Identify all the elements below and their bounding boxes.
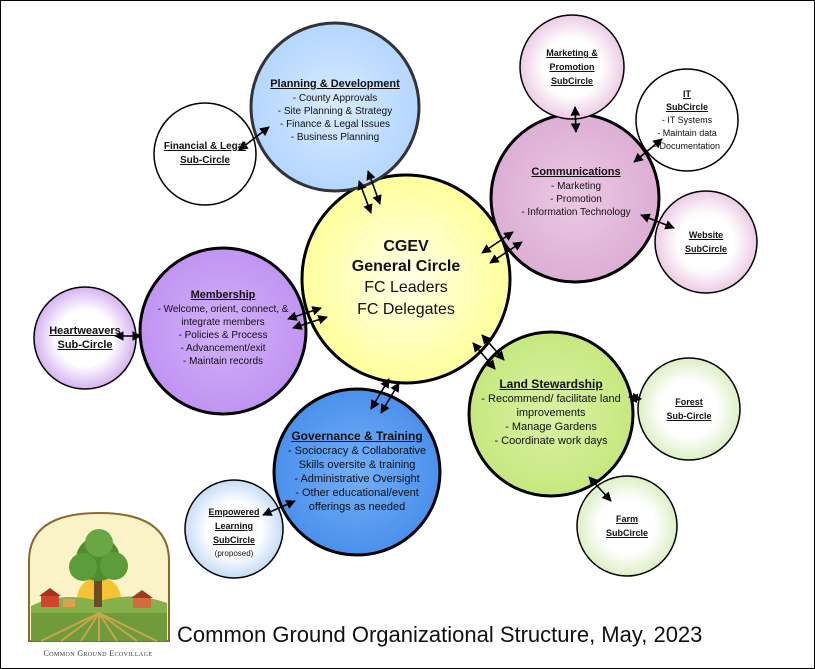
governance-item: - Sociocracy & Collaborative	[287, 445, 427, 457]
planning-item: - County Approvals	[292, 93, 378, 104]
membership-item: - Policies & Process	[178, 330, 268, 341]
farm-line1: Farm	[615, 514, 638, 524]
planning-item: - Finance & Legal Issues	[279, 119, 391, 130]
governance-circle: Governance & Training - Sociocracy & Col…	[279, 429, 435, 519]
arrow-website-comm	[640, 213, 675, 230]
membership-item: - Welcome, orient, connect, &	[157, 304, 289, 315]
arrow-center-gov-b	[380, 382, 400, 414]
arrow-planning-center-a	[357, 180, 373, 214]
planning-item: - Site Planning & Strategy	[277, 106, 393, 117]
communications-item: - Promotion	[550, 194, 602, 205]
communications-title: Communications	[531, 166, 621, 178]
heartweavers-line1: Heartweavers	[49, 325, 121, 337]
governance-title: Governance & Training	[291, 429, 423, 443]
empowered-note: (proposed)	[214, 549, 254, 558]
governance-circle-shape	[272, 387, 442, 557]
center-line3: FC Leaders	[364, 279, 448, 296]
marketing-line2: Promotion	[549, 62, 595, 72]
land-circle: Land Stewardship - Recommend/ facilitate…	[471, 377, 631, 451]
center-title-line1: CGEV	[383, 238, 429, 255]
communications-item: - Information Technology	[521, 207, 631, 218]
financial-line1: Financial & Legal	[163, 141, 247, 152]
land-item: - Coordinate work days	[494, 435, 608, 447]
marketing-line1: Marketing &	[546, 48, 598, 58]
marketing-subcircle: Marketing & Promotion SubCircle	[527, 45, 617, 89]
communications-circle: Communications - Marketing - Promotion -…	[501, 165, 651, 227]
website-subcircle-shape	[654, 190, 758, 294]
governance-item: - Other educational/event	[295, 487, 419, 499]
arrow-marketing-comm	[570, 106, 581, 133]
governance-item: - Administrative Oversight	[294, 473, 420, 485]
land-item: improvements	[516, 407, 586, 419]
planning-circle-shape	[249, 21, 421, 193]
arrow-financial-planning	[238, 126, 270, 151]
arrow-land-farm	[588, 476, 612, 502]
arrow-it-comm	[633, 138, 663, 163]
planning-item: - Business Planning	[290, 132, 380, 143]
financial-subcircle-shape	[153, 102, 257, 206]
arrow-planning-center-b	[366, 170, 382, 205]
arrow-membership-center-b	[292, 315, 328, 330]
ecovillage-logo	[28, 511, 170, 642]
planning-circle: Planning & Development - County Approval…	[259, 77, 411, 151]
center-title-line2: General Circle	[351, 258, 461, 275]
membership-item: - Maintain records	[182, 356, 264, 367]
general-circle: CGEV General Circle FC Leaders FC Delega…	[322, 229, 490, 329]
it-line1: IT	[683, 88, 691, 99]
governance-item: Skills oversite & training	[298, 459, 416, 471]
it-line2: SubCircle	[665, 101, 708, 112]
membership-circle: Membership - Welcome, orient, connect, &…	[147, 288, 299, 374]
marketing-line3: SubCircle	[550, 76, 593, 86]
membership-item: integrate members	[181, 317, 265, 328]
land-circle-shape	[467, 330, 635, 498]
membership-circle-shape	[138, 246, 308, 416]
empowered-subcircle: Empowered Learning SubCircle (proposed)	[195, 505, 273, 561]
logo-caption: Common Ground Ecovillage	[43, 649, 153, 658]
forest-subcircle-shape	[637, 357, 741, 461]
arrow-empowered-gov	[262, 500, 296, 516]
forest-subcircle: Forest Sub-Circle	[649, 395, 729, 423]
arrow-center-comm-b	[489, 241, 523, 264]
forest-line2: Sub-Circle	[666, 411, 712, 421]
it-item: - IT Systems	[661, 114, 713, 125]
membership-item: - Advancement/exit	[180, 343, 266, 354]
governance-item: offerings as needed	[308, 501, 406, 513]
empowered-line2: Learning	[214, 521, 253, 531]
land-item: - Manage Gardens	[505, 421, 597, 433]
footer-title: Common Ground Organizational Structure, …	[177, 622, 703, 647]
land-item: - Recommend/ facilitate land	[481, 393, 621, 405]
empowered-line3: SubCircle	[212, 535, 255, 545]
farm-line2: SubCircle	[605, 528, 648, 538]
it-subcircle: IT SubCircle - IT Systems - Maintain dat…	[643, 85, 731, 155]
it-item: - Maintain data	[657, 127, 717, 138]
website-subcircle: Website SubCircle	[671, 228, 741, 256]
forest-line1: Forest	[675, 397, 703, 407]
heartweavers-subcircle: Heartweavers Sub-Circle	[39, 323, 131, 353]
heartweavers-line2: Sub-Circle	[57, 339, 113, 351]
empowered-line1: Empowered	[208, 507, 260, 517]
arrow-center-land-b	[481, 334, 505, 361]
membership-title: Membership	[190, 289, 256, 301]
it-item: - Documentation	[653, 140, 721, 151]
general-circle-shape	[300, 173, 512, 385]
website-line2: SubCircle	[684, 244, 727, 254]
communications-item: - Marketing	[550, 181, 601, 192]
financial-subcircle: Financial & Legal Sub-Circle	[159, 139, 251, 169]
arrow-land-forest	[628, 392, 642, 404]
website-line1: Website	[688, 230, 724, 240]
planning-title: Planning & Development	[270, 78, 400, 90]
farm-subcircle: Farm SubCircle	[591, 512, 663, 540]
empowered-subcircle-shape	[184, 479, 284, 579]
center-line4: FC Delegates	[357, 301, 455, 318]
land-title: Land Stewardship	[499, 377, 603, 391]
financial-line2: Sub-Circle	[179, 155, 230, 166]
